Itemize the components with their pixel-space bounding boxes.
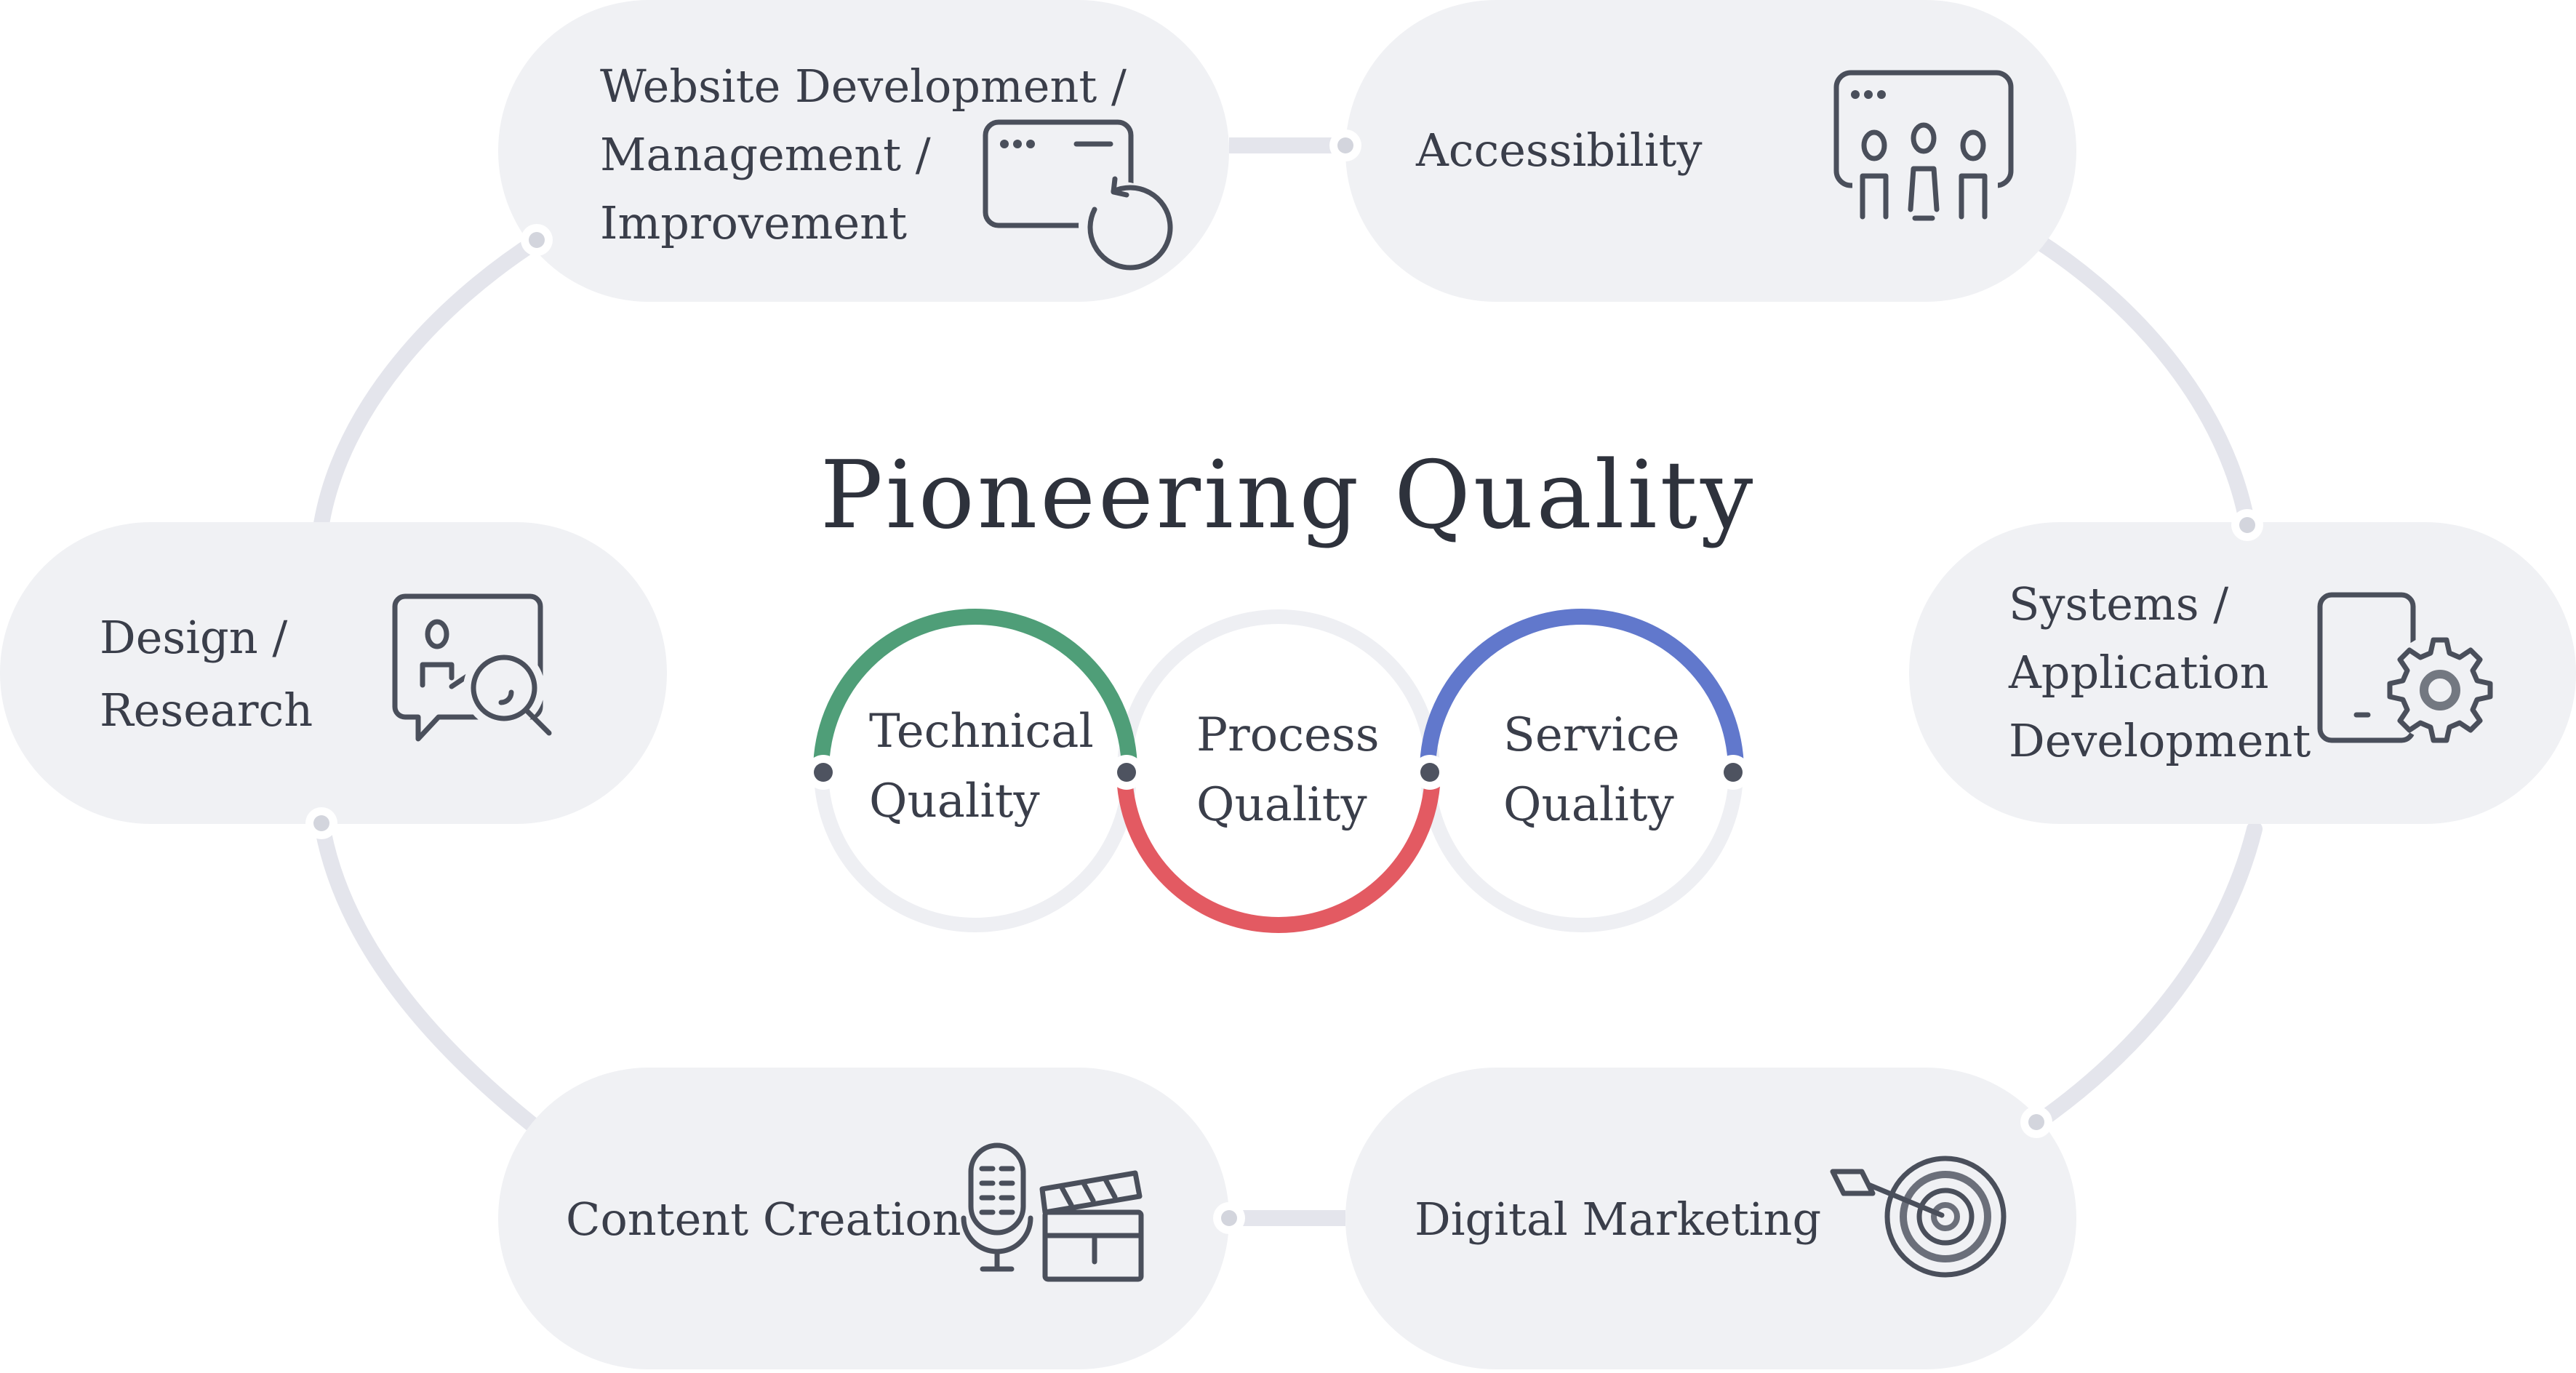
accessibility-label: Accessibility [1415,124,1703,177]
tablet-gear-icon [2317,592,2494,743]
pill-design [0,522,667,824]
ring-joint-dots [806,755,1751,790]
process-quality-label: Process Quality [1196,708,1394,832]
outer-connector-dots [305,129,2263,1234]
chat-magnifier-icon [392,593,552,742]
quality-labels: Technical Quality Process Quality Servic… [869,705,1695,832]
people-board-icon [1833,70,2014,221]
marketing-label: Digital Marketing [1415,1193,1821,1246]
service-labels: Website Development / Management / Impro… [100,60,2311,1246]
pill-content [498,1068,1229,1369]
browser-refresh-icon [983,119,1173,271]
service-quality-label: Service Quality [1503,708,1695,832]
service-quality-arc [1420,609,1744,772]
target-arrow-icon [1830,1156,2007,1278]
outer-connector-ring [313,137,2263,1226]
technical-quality-arc [813,609,1137,772]
systems-label: Systems / Application Development [2008,577,2311,767]
diagram-title: Pioneering Quality [820,441,1756,550]
process-quality-arc [1116,770,1441,933]
content-label: Content Creation [566,1193,961,1246]
quality-rings [806,609,1751,933]
design-label: Design / Research [100,611,313,737]
pill-accessibility [1345,0,2076,302]
microphone-clapperboard-icon [961,1142,1144,1282]
technical-quality-label: Technical Quality [869,705,1108,828]
website-label: Website Development / Management / Impro… [600,60,1141,249]
pill-marketing [1345,1068,2076,1369]
